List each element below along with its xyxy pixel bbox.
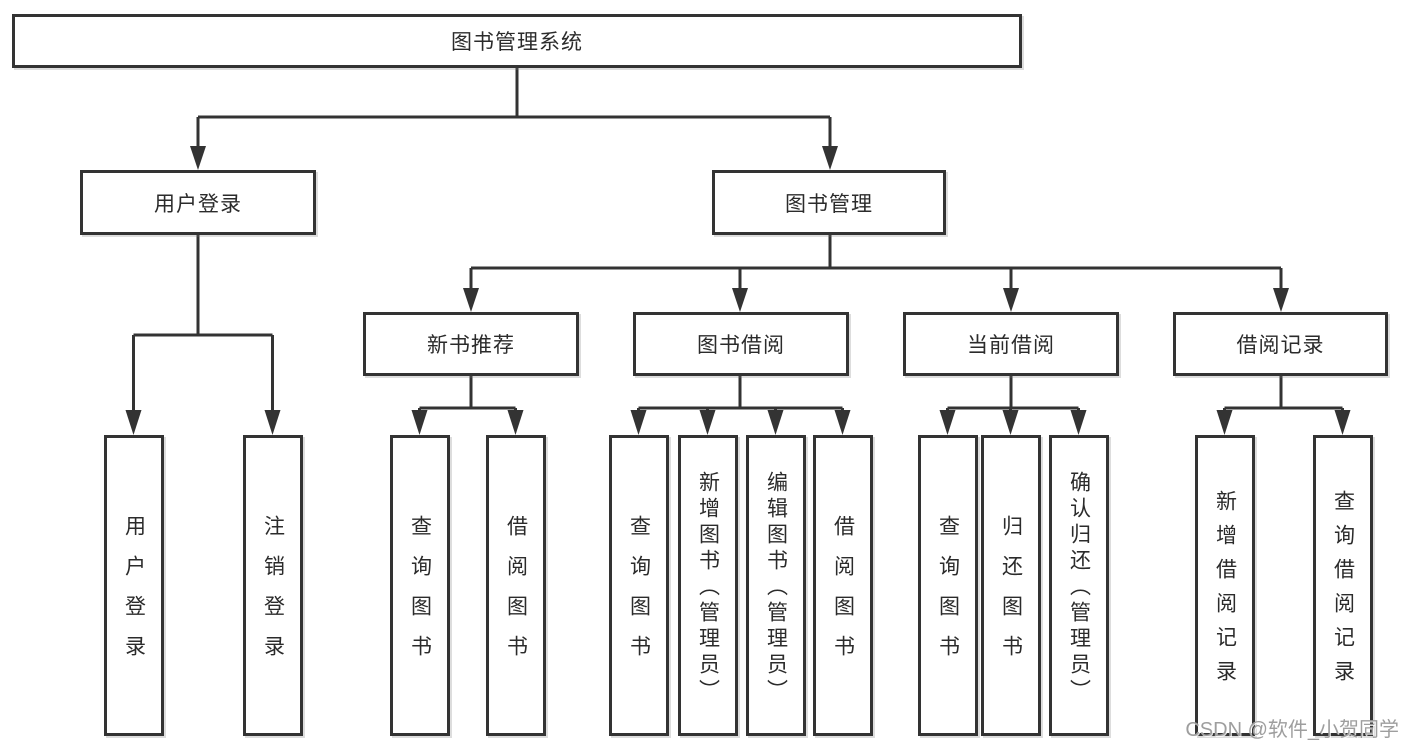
node-leaf-query-books-1-label: 查询图书 bbox=[408, 514, 432, 675]
node-leaf-query-borrow-record: 查询借阅记录 bbox=[1313, 435, 1373, 736]
node-leaf-add-borrow-record-label: 新增借阅记录 bbox=[1213, 489, 1237, 694]
node-user-login: 用户登录 bbox=[80, 170, 316, 235]
node-leaf-return-book: 归还图书 bbox=[981, 435, 1041, 736]
node-leaf-query-books-2-label: 查询图书 bbox=[627, 514, 651, 675]
node-current-borrow-label: 当前借阅 bbox=[967, 334, 1055, 357]
node-leaf-query-borrow-record-label: 查询借阅记录 bbox=[1331, 489, 1355, 694]
node-book-borrow-label: 图书借阅 bbox=[697, 334, 785, 357]
node-leaf-query-books-2: 查询图书 bbox=[609, 435, 669, 736]
arrowheads bbox=[125, 146, 1351, 435]
node-leaf-query-books-3-label: 查询图书 bbox=[936, 514, 960, 675]
node-book-management: 图书管理 bbox=[712, 170, 946, 235]
node-leaf-logout: 注销登录 bbox=[243, 435, 303, 736]
node-leaf-borrow-books-2-label: 借阅图书 bbox=[831, 514, 855, 675]
node-leaf-query-books-3: 查询图书 bbox=[918, 435, 978, 736]
node-book-borrow: 图书借阅 bbox=[633, 312, 849, 376]
node-root: 图书管理系统 bbox=[12, 14, 1022, 68]
node-leaf-return-book-label: 归还图书 bbox=[999, 514, 1023, 675]
watermark: CSDN @软件_小贺同学 bbox=[1185, 719, 1399, 741]
node-leaf-add-book-admin: 新增图书（管理员） bbox=[678, 435, 738, 736]
node-leaf-query-books-1: 查询图书 bbox=[390, 435, 450, 736]
node-leaf-user-login: 用户登录 bbox=[104, 435, 164, 736]
node-leaf-borrow-books-1-label: 借阅图书 bbox=[504, 514, 528, 675]
node-user-login-label: 用户登录 bbox=[154, 192, 242, 216]
node-borrow-records: 借阅记录 bbox=[1173, 312, 1388, 376]
node-new-book-recommend-label: 新书推荐 bbox=[427, 334, 515, 357]
node-leaf-borrow-books-2: 借阅图书 bbox=[813, 435, 873, 736]
node-new-book-recommend: 新书推荐 bbox=[363, 312, 579, 376]
node-current-borrow: 当前借阅 bbox=[903, 312, 1119, 376]
node-leaf-logout-label: 注销登录 bbox=[261, 514, 285, 675]
node-leaf-add-borrow-record: 新增借阅记录 bbox=[1195, 435, 1255, 736]
node-borrow-records-label: 借阅记录 bbox=[1236, 334, 1325, 357]
node-book-management-label: 图书管理 bbox=[785, 192, 873, 216]
node-leaf-add-book-admin-label: 新增图书（管理员） bbox=[696, 470, 720, 705]
node-leaf-edit-book-admin-label: 编辑图书（管理员） bbox=[764, 470, 788, 705]
node-root-label: 图书管理系统 bbox=[451, 31, 583, 54]
node-leaf-borrow-books-1: 借阅图书 bbox=[486, 435, 546, 736]
node-leaf-user-login-label: 用户登录 bbox=[122, 514, 146, 675]
node-leaf-confirm-return-admin: 确认归还（管理员） bbox=[1049, 435, 1109, 736]
node-leaf-edit-book-admin: 编辑图书（管理员） bbox=[746, 435, 806, 736]
node-leaf-confirm-return-admin-label: 确认归还（管理员） bbox=[1067, 470, 1091, 705]
